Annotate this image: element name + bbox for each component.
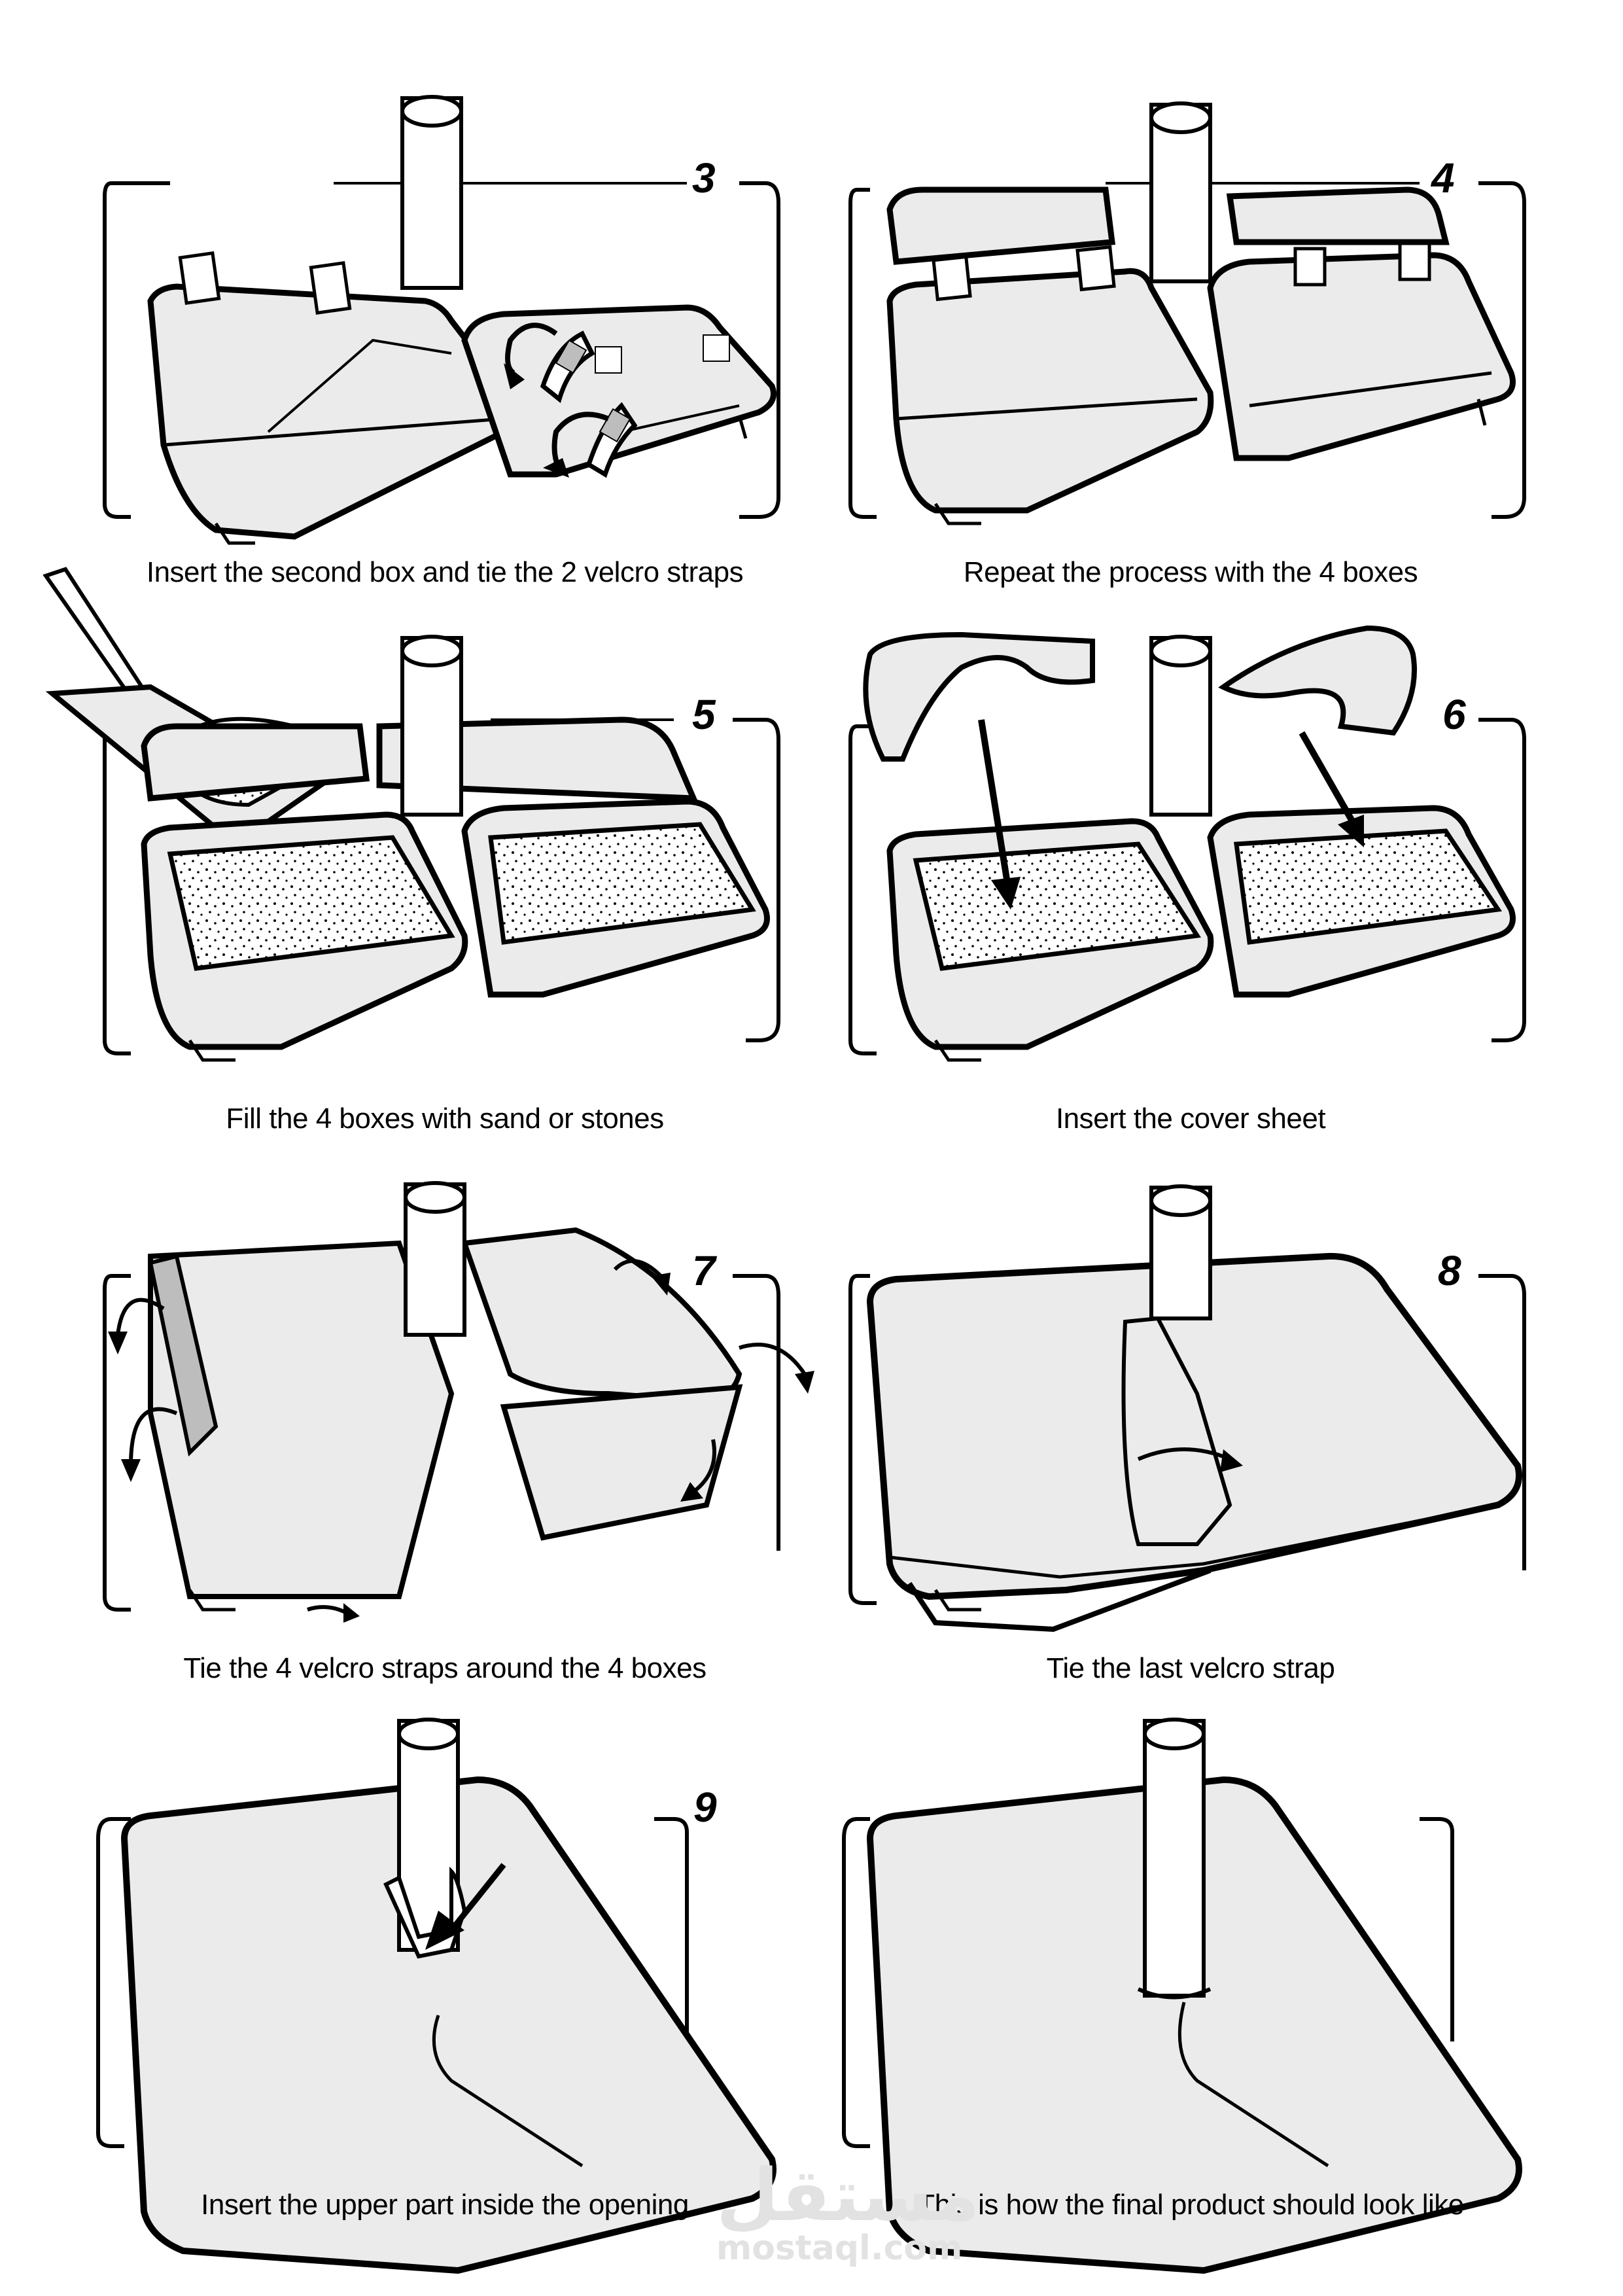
rotate-arrow bbox=[1137, 1447, 1231, 1461]
step-caption: Fill the 4 boxes with sand or stones bbox=[226, 1103, 664, 1135]
step-number: 8 bbox=[1438, 1247, 1461, 1294]
sand-fill bbox=[913, 841, 1201, 971]
down-arrow bbox=[1299, 731, 1357, 826]
down-arrow bbox=[978, 719, 1011, 884]
rotate-arrow bbox=[613, 1259, 663, 1278]
sand-fill bbox=[488, 822, 756, 945]
step-panel-8: 8 bbox=[831, 1178, 1550, 1649]
sand-fill bbox=[167, 835, 455, 971]
rotate-arrow bbox=[739, 1343, 807, 1375]
step-panel-6: 6 bbox=[831, 625, 1550, 1099]
step-caption: Insert the cover sheet bbox=[1055, 1103, 1326, 1135]
pole bbox=[400, 96, 463, 290]
lid bbox=[866, 1776, 1522, 2274]
pole bbox=[1143, 1719, 1206, 1998]
rotate-arrow bbox=[116, 1298, 165, 1335]
lid bbox=[120, 1776, 777, 2274]
box-front-left bbox=[886, 268, 1214, 514]
step-6-illustration bbox=[848, 625, 1526, 1062]
cover-sheet-left bbox=[863, 631, 1095, 762]
step-caption: This is how the final product should loo… bbox=[917, 2189, 1464, 2221]
step-5-illustration bbox=[43, 567, 780, 1062]
step-caption: Insert the second box and tie the 2 velc… bbox=[146, 556, 744, 588]
step-number: 6 bbox=[1442, 691, 1466, 738]
right-arrow bbox=[307, 1605, 348, 1615]
velcro-flap bbox=[1121, 1316, 1232, 1546]
step-caption: Insert the upper part inside the opening bbox=[201, 2189, 689, 2221]
step-number: 7 bbox=[692, 1247, 716, 1294]
cover-left bbox=[148, 1240, 455, 1599]
down-left-arrow bbox=[449, 1863, 506, 1932]
step-panel-final bbox=[831, 1714, 1550, 2274]
step-caption: Tie the last velcro strap bbox=[1046, 1652, 1335, 1684]
step-panel-7: 7 bbox=[85, 1178, 814, 1649]
step-number: 3 bbox=[692, 154, 716, 202]
step-9-illustration bbox=[96, 1718, 777, 2274]
sand-fill bbox=[1234, 828, 1503, 945]
step-panel-3: 3 bbox=[85, 92, 805, 563]
step-panel-5: 5 bbox=[43, 567, 805, 1099]
step-3-illustration bbox=[103, 95, 780, 545]
step-4-illustration bbox=[848, 101, 1526, 525]
step-caption: Tie the 4 velcro straps around the 4 box… bbox=[183, 1652, 707, 1684]
step-number: 9 bbox=[693, 1784, 717, 1831]
cover-sheet-right bbox=[1218, 625, 1417, 736]
step-7-illustration bbox=[103, 1181, 814, 1623]
step-8-illustration bbox=[848, 1184, 1526, 1633]
watermark: مستقل mostaql.com bbox=[716, 2153, 980, 2268]
final-product-illustration bbox=[842, 1718, 1522, 2274]
box-right bbox=[461, 304, 777, 478]
box-front-right bbox=[1207, 252, 1516, 461]
step-caption: Repeat the process with the 4 boxes bbox=[963, 556, 1418, 588]
watermark-latin: mostaql.com bbox=[716, 2229, 963, 2268]
box-left bbox=[147, 283, 521, 540]
step-panel-9: 9 bbox=[85, 1714, 805, 2274]
rotate-arrow bbox=[505, 323, 558, 376]
rotate-arrow bbox=[129, 1407, 178, 1466]
watermark-arabic: مستقل bbox=[716, 2153, 980, 2237]
rotate-arrow bbox=[692, 1439, 716, 1494]
step-number: 4 bbox=[1431, 154, 1455, 202]
step-panel-4: 4 bbox=[831, 92, 1550, 563]
step-number: 5 bbox=[692, 691, 716, 738]
